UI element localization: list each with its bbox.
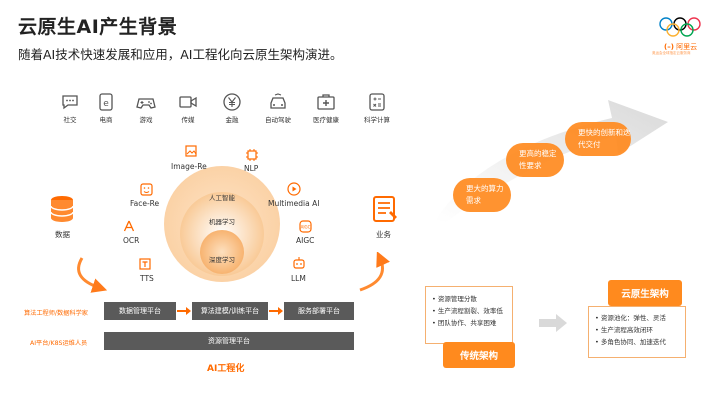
industry-label: 自动驾驶 [265, 116, 291, 124]
yen-icon [223, 93, 241, 111]
nlp-chip-icon [246, 149, 258, 161]
cap-image-re: Image-Re [171, 162, 207, 171]
list-item: • 资源池化：弹性、灵活 [595, 314, 666, 322]
page-title: 云原生AI产生背景 [18, 16, 178, 38]
industry-label: 医疗健康 [313, 116, 339, 124]
data-management-platform: 数据管理平台 [104, 302, 176, 320]
algorithm-training-platform: 算法建模/训练平台 [192, 302, 268, 320]
list-item: • 生产流程割裂、效率低 [432, 307, 503, 315]
cap-nlp: NLP [244, 164, 259, 173]
industry-gaming: 游戏 [128, 92, 164, 124]
industry-media: 传媒 [170, 92, 206, 124]
cap-face-re: Face-Re [130, 199, 160, 208]
step-bubble-compute [453, 178, 511, 212]
gamepad-icon [136, 98, 156, 109]
video-camera-icon [179, 96, 197, 108]
flow-arrows [77, 252, 390, 293]
ai-ml-dl-circles [164, 166, 280, 282]
list-item: • 多角色协同、加速迭代 [595, 338, 666, 346]
industry-label: 金融 [225, 116, 239, 124]
face-recognition-icon [140, 183, 153, 196]
side-business-label: 业务 [376, 230, 391, 239]
cloud-native-architecture-box: • 资源池化：弹性、灵活 • 生产流程高效闭环 • 多角色协同、加速迭代 [588, 306, 686, 358]
ai-engineering-label: AI工程化 [207, 364, 245, 374]
arrow-right-icon [177, 307, 191, 315]
cap-aigc: AIGC [296, 236, 315, 245]
industry-autonomous-driving: 自动驾驶 [260, 92, 296, 124]
olympic-rings-logo [659, 17, 701, 37]
traditional-architecture-title: 传统架构 [443, 342, 515, 368]
ecommerce-icon: e [99, 93, 113, 111]
cloud-native-architecture-title: 云原生架构 [608, 280, 682, 306]
list-item: • 资源管理分散 [432, 295, 477, 303]
arrow-right-icon [269, 307, 283, 315]
transition-arrow-icon [539, 314, 567, 332]
industry-label: 游戏 [139, 116, 153, 124]
resource-management-platform: 资源管理平台 [104, 332, 354, 350]
alibaba-cloud-logo: (–) 阿里云 [664, 42, 697, 52]
industry-label: 传媒 [181, 116, 195, 124]
calculator-icon [369, 93, 385, 111]
svg-text:AIGC: AIGC [301, 225, 311, 230]
chat-icon [62, 95, 78, 110]
step-stability-requirement: 更高的稳定性要求 [519, 149, 557, 170]
page-subtitle: 随着AI技术快速发展和应用，AI工程化向云原生架构演进。 [18, 47, 343, 62]
dl-circle [200, 230, 244, 274]
logo-tagline: 奥运会全球指定云服务商 [652, 51, 691, 55]
label-dl: 深度学习 [209, 256, 235, 264]
industry-label: 电商 [99, 116, 113, 124]
medical-kit-icon [317, 94, 335, 110]
industry-scientific-computing: 科学计算 [359, 92, 395, 124]
cap-ocr: OCR [123, 236, 140, 245]
cap-multimedia-ai: Multimedia AI [268, 199, 320, 208]
industry-ecommerce: e 电商 [88, 92, 124, 124]
data-to-platform-arrow [77, 257, 108, 293]
industry-finance: 金融 [214, 92, 250, 124]
car-icon [270, 93, 286, 109]
service-deployment-platform: 服务部署平台 [284, 302, 354, 320]
industry-healthcare: 医疗健康 [308, 92, 344, 124]
ocr-text-icon [123, 220, 135, 232]
cap-tts: TTS [140, 274, 154, 283]
list-item: • 团队协作、共享困难 [432, 319, 497, 327]
database-icon [50, 196, 74, 222]
label-ml: 机器学习 [209, 218, 235, 226]
aigc-icon: AIGC [299, 220, 312, 233]
side-data-label: 数据 [55, 230, 70, 239]
cap-llm: LLM [291, 274, 306, 283]
step-bubble-stability [506, 143, 564, 177]
industry-social: 社交 [52, 92, 88, 124]
svg-text:e: e [103, 99, 109, 109]
label-ai: 人工智能 [209, 194, 235, 202]
alibaba-cloud-icon: (–) [664, 43, 674, 51]
multimedia-play-icon [287, 182, 301, 196]
industry-label: 社交 [63, 116, 77, 124]
logo-name: 阿里云 [676, 43, 698, 51]
business-document-icon [373, 196, 397, 222]
step-compute-demand: 更大的算力需求 [466, 184, 504, 205]
step-fast-innovation: 更快的创新和迭代交付 [578, 128, 631, 149]
list-item: • 生产流程高效闭环 [595, 326, 653, 334]
role-k8s-ops: AI平台/K8S运维人员 [30, 340, 88, 347]
role-algorithm-engineer: 算法工程师/数据科学家 [24, 310, 88, 317]
llm-robot-icon [293, 257, 305, 269]
platform-to-business-arrow [359, 252, 390, 292]
tts-icon [139, 258, 151, 270]
traditional-architecture-box: • 资源管理分散 • 生产流程割裂、效率低 • 团队协作、共享困难 [425, 286, 513, 344]
industry-label: 科学计算 [364, 116, 390, 124]
step-bubble-innovation [565, 122, 631, 156]
image-recognition-icon [185, 145, 197, 157]
